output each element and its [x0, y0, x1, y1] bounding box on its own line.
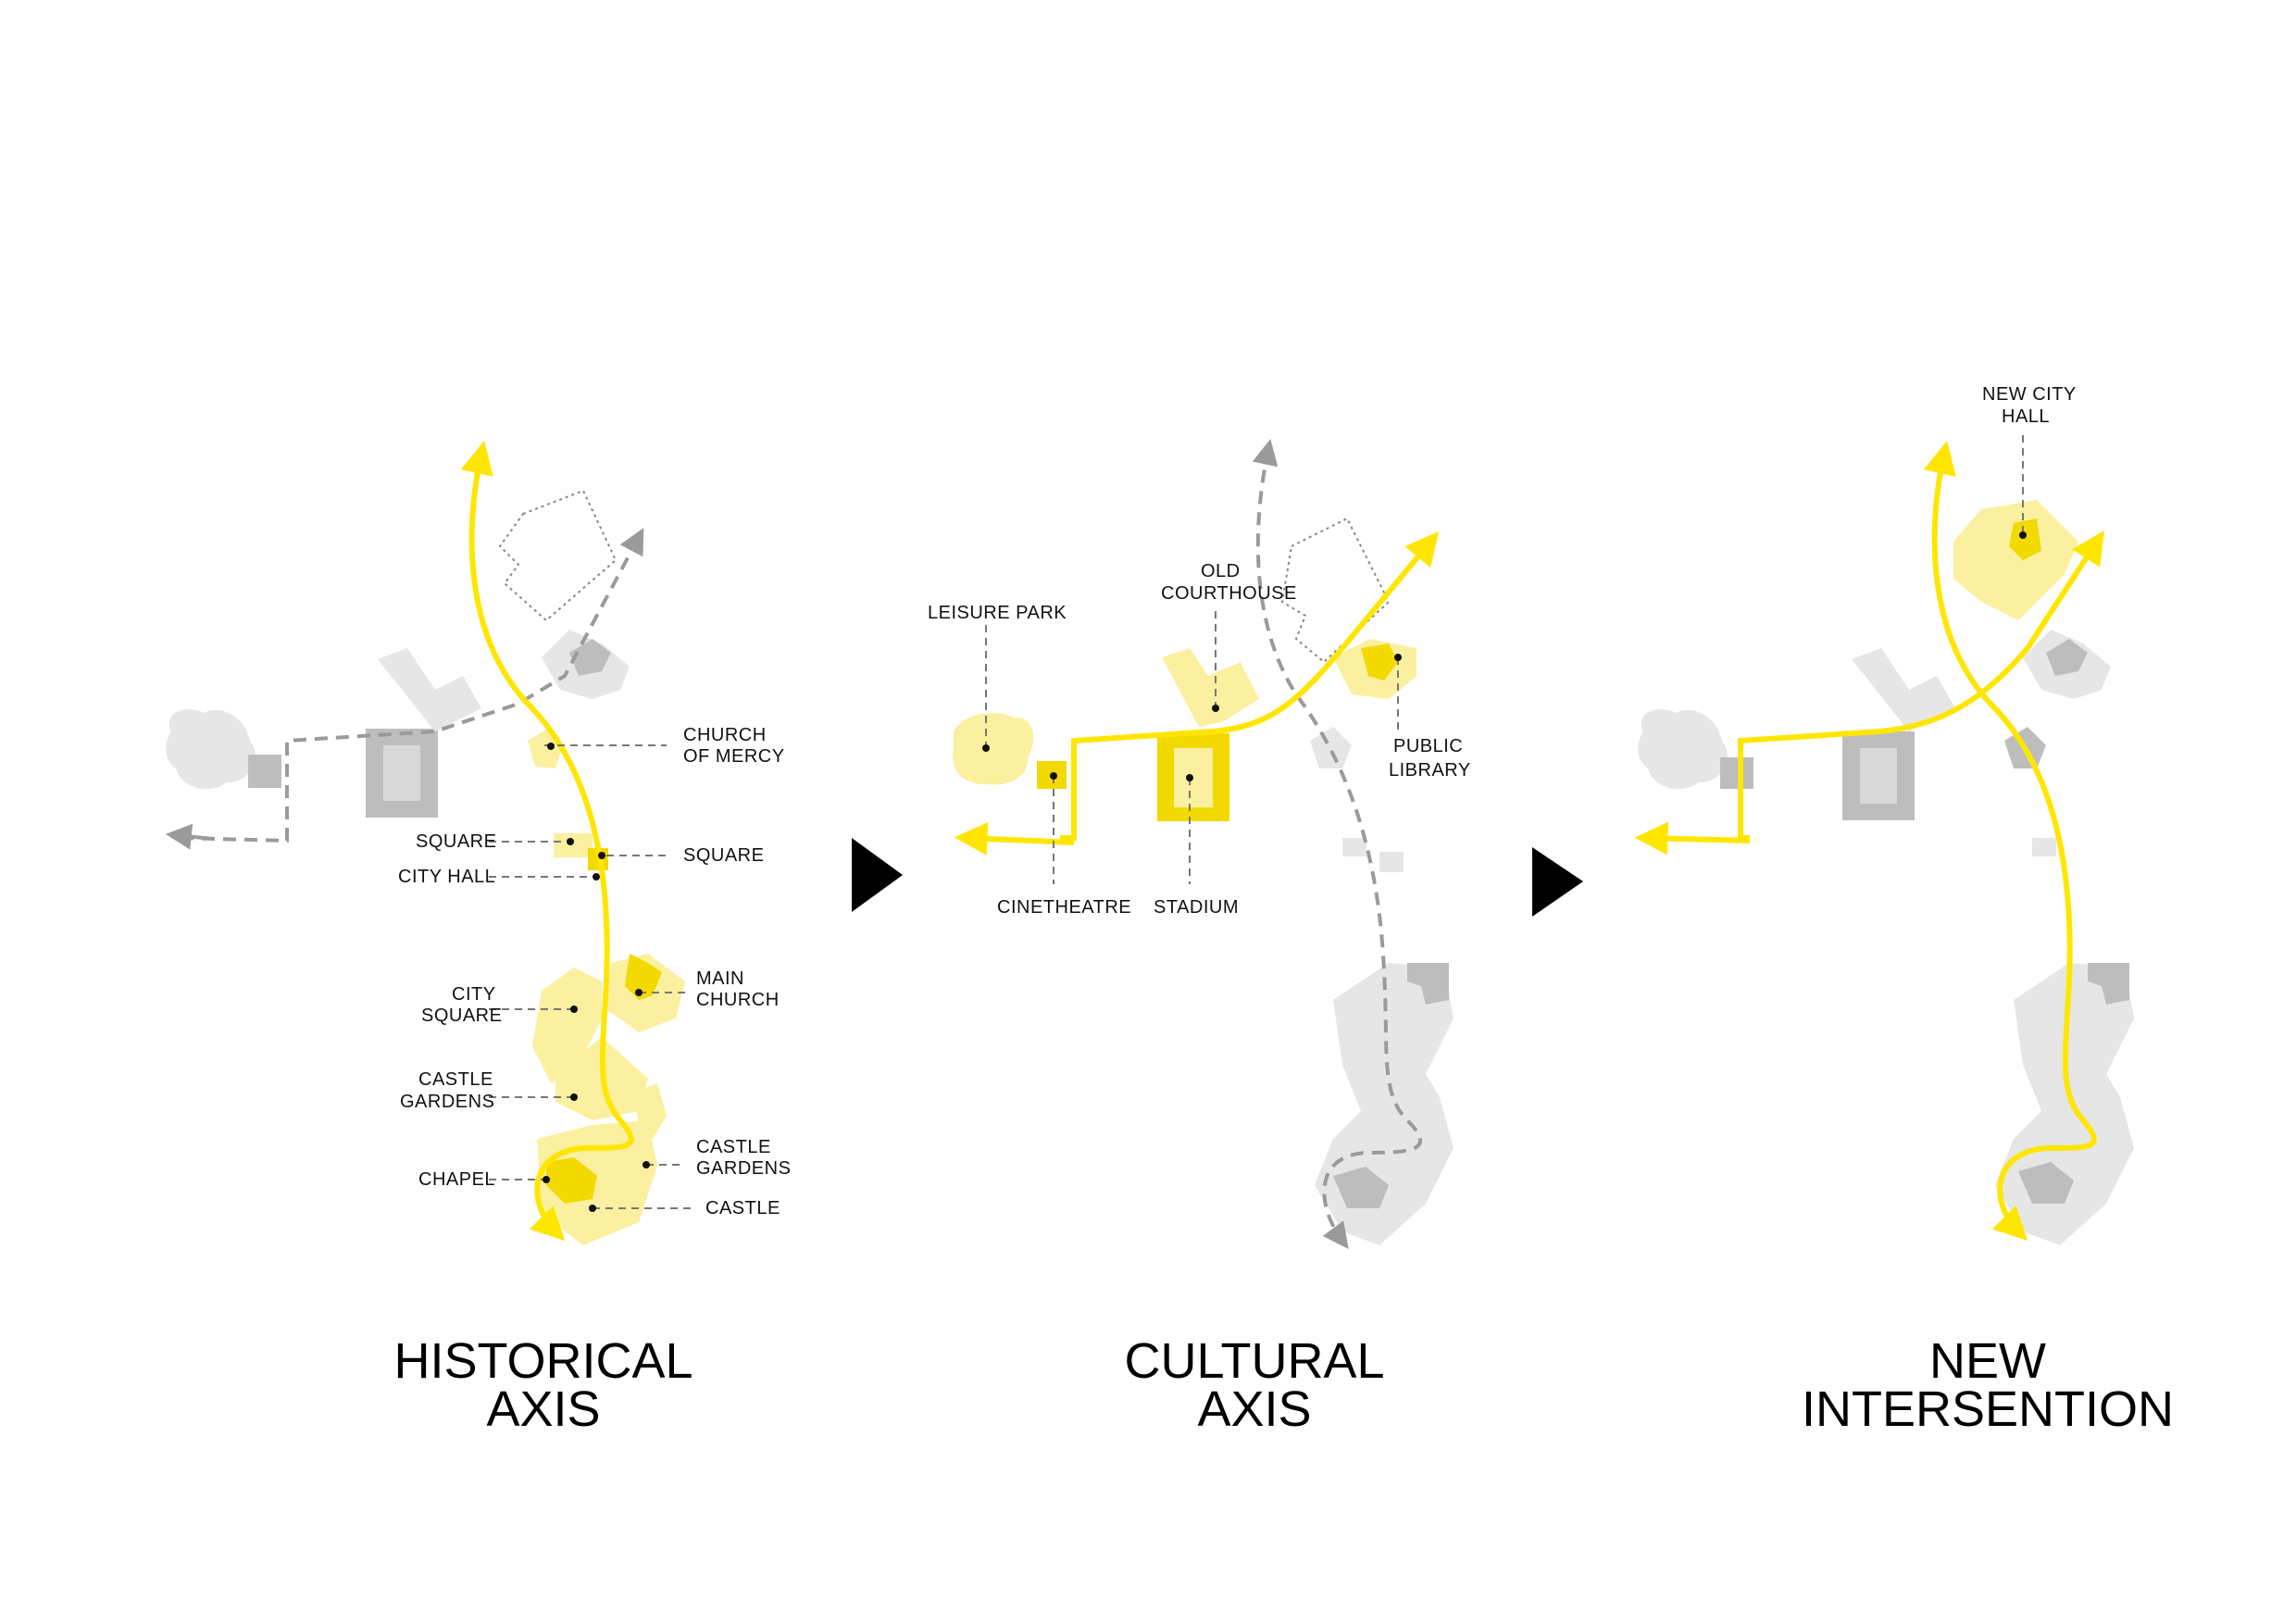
grey-large-building-court	[383, 745, 420, 801]
label-church-of-mercy-line1: CHURCH	[683, 725, 767, 745]
label-castle: CASTLE	[705, 1198, 780, 1218]
label-leisure-park: LEISURE PARK	[928, 603, 1067, 623]
label-old-courthouse-line2: COURTHOUSE	[1161, 583, 1297, 604]
title-historical-line1: HISTORICAL	[393, 1333, 693, 1389]
building-main-church	[625, 954, 662, 1000]
grey-block-east	[1310, 727, 1352, 768]
cultural-axis-west-arrow	[954, 821, 1075, 856]
grey-park-blob	[1638, 709, 1728, 790]
label-square-right: SQUARE	[683, 845, 764, 866]
new-city-hall-dot	[2019, 531, 2027, 539]
label-public-library-line1: PUBLIC	[1393, 736, 1463, 756]
historical-axis-line	[460, 440, 634, 1242]
label-castle-gardens-left-line2: GARDENS	[400, 1092, 494, 1112]
label-church-of-mercy-line2: OF MERCY	[683, 746, 785, 767]
grey-small-block-1	[1342, 838, 1366, 856]
dashed-grey-route	[1252, 439, 1422, 1249]
grey-large-building-court	[1860, 748, 1897, 804]
cultural-dots	[982, 654, 1402, 781]
label-castle-gardens-right-line2: GARDENS	[696, 1158, 791, 1179]
historical-dots	[543, 743, 650, 1212]
title-historical-line2: AXIS	[486, 1381, 600, 1437]
grey-south-building	[2088, 963, 2129, 1005]
label-new-city-hall-line1: NEW CITY	[1982, 384, 2077, 405]
grey-building-north	[569, 639, 611, 676]
label-city-square-line2: SQUARE	[421, 1006, 502, 1026]
label-main-church-line1: MAIN	[696, 968, 744, 989]
label-stadium: STADIUM	[1154, 897, 1239, 918]
grey-park-blob	[166, 709, 256, 790]
label-old-courthouse-line1: OLD	[1201, 561, 1241, 581]
zone-castle-east	[634, 1083, 667, 1139]
cultural-axis-panel: LEISURE PARK OLD COURTHOUSE PUBLIC LIBRA…	[928, 439, 1471, 1437]
historical-axis-panel: CHURCH OF MERCY SQUARE SQUARE CITY HALL …	[165, 440, 791, 1437]
label-city-square-line1: CITY	[452, 984, 496, 1005]
label-city-hall: CITY HALL	[398, 867, 495, 887]
cultural-axis-west-arrow	[1634, 821, 1751, 856]
grey-building-north	[2046, 639, 2088, 676]
historical-axis-line	[1923, 440, 2097, 1242]
label-chapel: CHAPEL	[418, 1169, 495, 1190]
title-new-line1: NEW	[1929, 1333, 2046, 1389]
cultural-leaders	[985, 611, 1399, 884]
grey-south-building	[1407, 963, 1449, 1005]
title-cultural-line2: AXIS	[1197, 1381, 1311, 1437]
zone-old-courthouse	[1162, 648, 1259, 727]
play-arrow-icon	[1532, 847, 1583, 917]
label-castle-gardens-right-line1: CASTLE	[696, 1137, 771, 1157]
cultural-axis-line	[1738, 530, 2104, 841]
grey-small-block-2	[1379, 852, 1404, 872]
zone-leisure-park	[953, 713, 1034, 785]
dashed-grey-route-start	[165, 823, 214, 850]
building-public-library	[1361, 643, 1398, 681]
label-castle-gardens-left-line1: CASTLE	[418, 1069, 493, 1090]
label-new-city-hall-line2: HALL	[2002, 406, 2050, 427]
label-cinetheatre: CINETHEATRE	[997, 897, 1131, 918]
play-arrow-icon	[852, 838, 903, 912]
historical-leaders	[489, 744, 694, 1209]
label-public-library-line2: LIBRARY	[1389, 760, 1471, 781]
dotted-outline-block	[498, 489, 618, 622]
grey-small-building	[248, 755, 281, 788]
grey-l-shape	[378, 648, 481, 731]
cultural-axis-line	[1060, 531, 1440, 841]
zone-church-of-mercy	[528, 727, 563, 768]
grey-castle-building	[2018, 1162, 2074, 1204]
title-new-line2: INTERSENTION	[1802, 1381, 2174, 1437]
title-cultural-line1: CULTURAL	[1124, 1333, 1384, 1389]
label-square-left: SQUARE	[416, 831, 496, 852]
zone-square	[554, 833, 593, 857]
grey-small-block	[2032, 838, 2056, 856]
grey-small-building	[1720, 757, 1753, 789]
new-intersection-panel: NEW CITY HALL NEW INTERSENTION	[1634, 384, 2174, 1437]
label-main-church-line2: CHURCH	[696, 990, 780, 1010]
